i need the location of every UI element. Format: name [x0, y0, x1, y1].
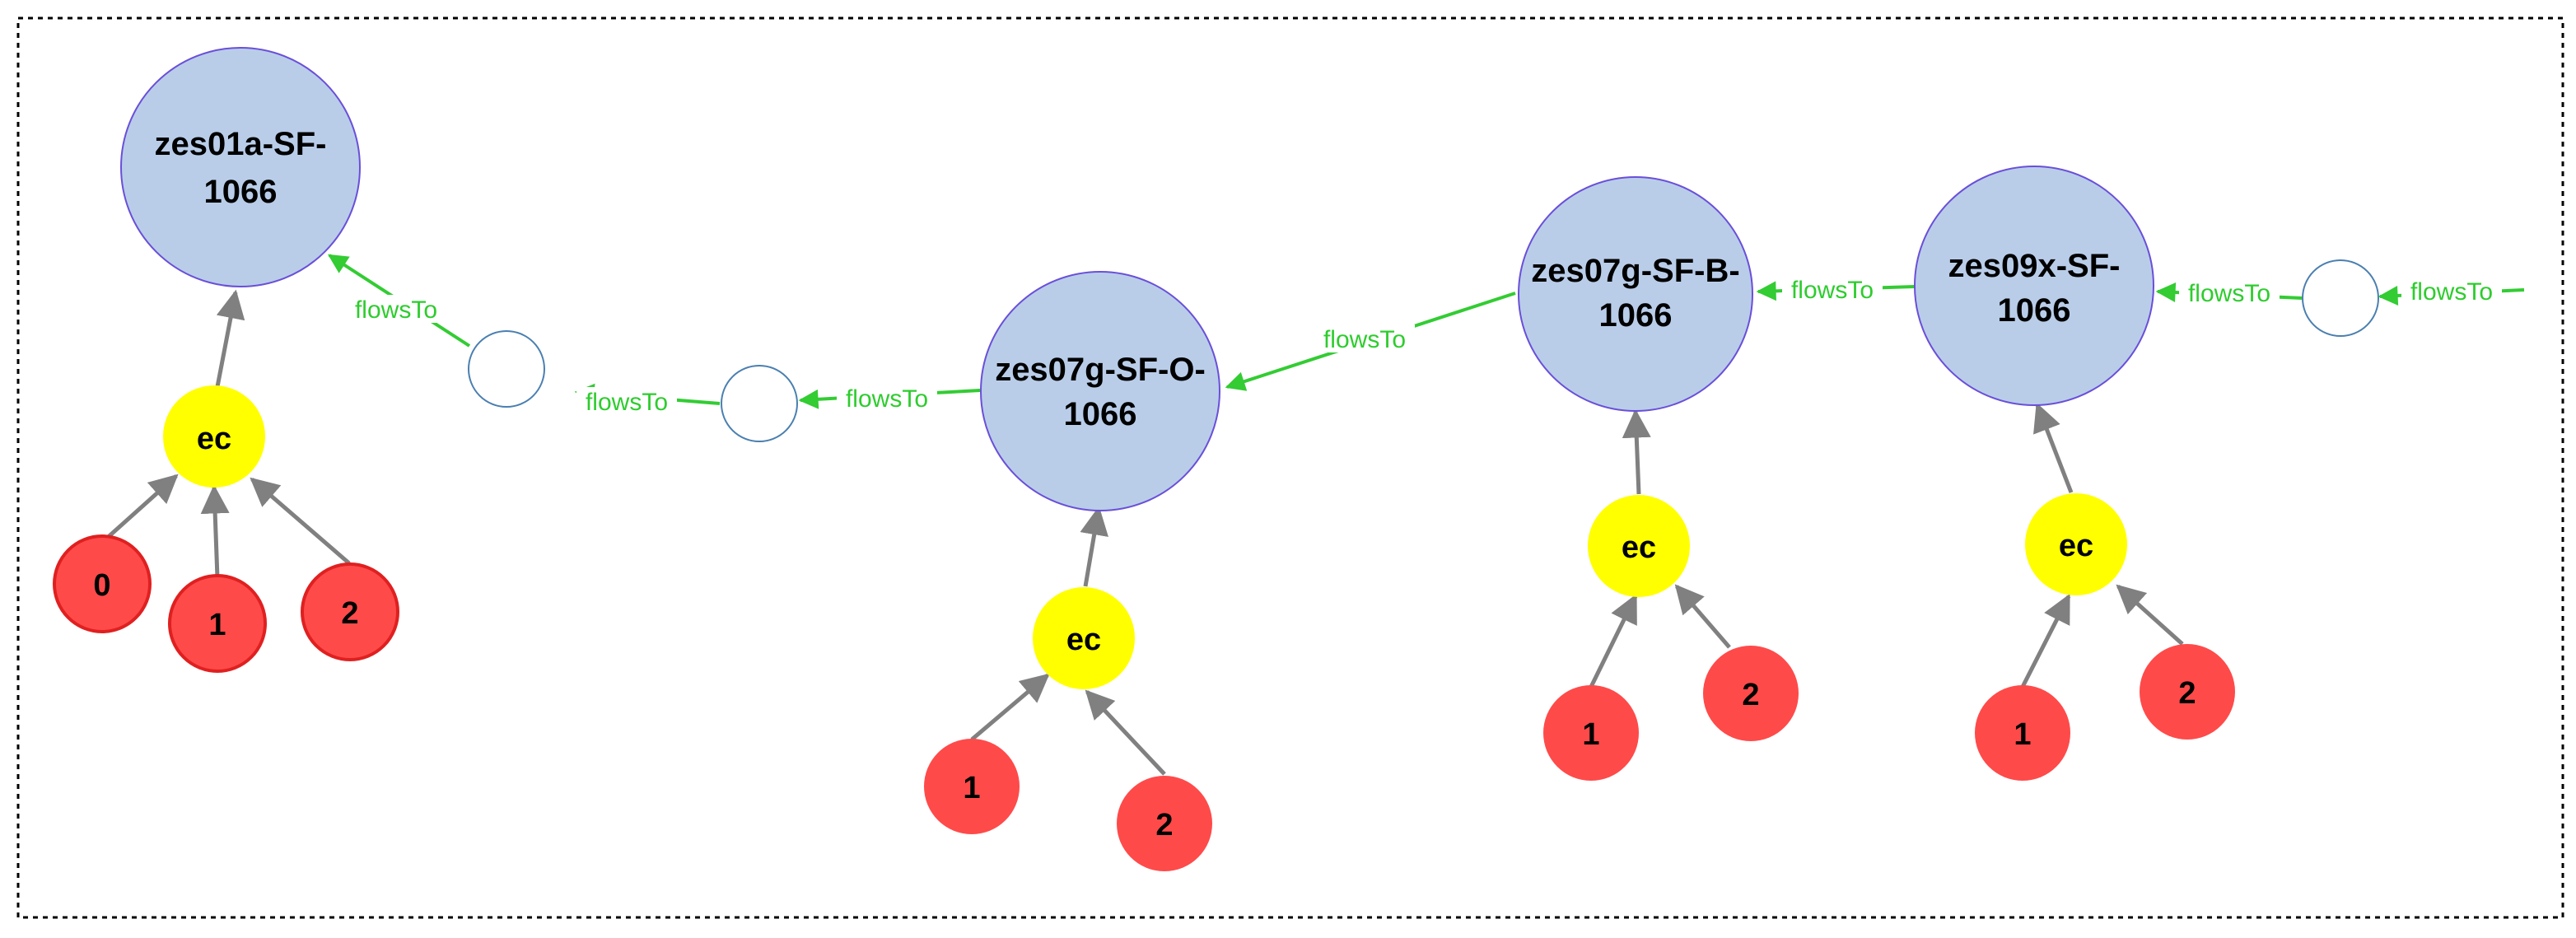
flow-label: flowsTo [1791, 277, 1874, 304]
junction-node[interactable] [468, 330, 545, 408]
svg-text:1: 1 [208, 608, 226, 642]
edge-member-to-ec [2116, 584, 2184, 646]
ec-node-s1[interactable]: ec [163, 385, 265, 488]
segment-label-line2: 1066 [1998, 292, 2071, 329]
edge-member-to-ec [1589, 593, 1638, 688]
segment-node-s1[interactable]: zes01a-SF- 1066 [120, 47, 361, 287]
member-node[interactable]: 2 [301, 562, 399, 661]
ec-label: ec [1622, 530, 1656, 565]
edge-ec-to-s2 [1080, 506, 1108, 587]
member-node[interactable]: 2 [1117, 776, 1212, 871]
edge-member-to-ec [250, 477, 351, 565]
member-node[interactable]: 2 [2140, 644, 2235, 740]
edge-member-to-ec [1085, 689, 1166, 776]
member-node[interactable]: 1 [1975, 685, 2070, 781]
svg-text:2: 2 [341, 596, 358, 631]
junction-node[interactable] [2302, 259, 2379, 337]
svg-text:1: 1 [1582, 717, 1599, 752]
junction-nodes [468, 259, 2379, 442]
svg-text:1: 1 [963, 771, 980, 805]
segment-label-line2: 1066 [1599, 297, 1673, 334]
segment-node-s3[interactable]: zes07g-SF-B- 1066 [1518, 176, 1753, 412]
svg-text:2: 2 [2178, 676, 2196, 711]
ec-node-s4[interactable]: ec [2025, 493, 2127, 595]
gray-edges [104, 289, 2184, 776]
flow-label: flowsTo [355, 296, 437, 324]
diagram-frame [16, 16, 2564, 919]
segment-nodes: zes01a-SF- 1066 zes07g-SF-O- 1066 zes07g… [120, 47, 2154, 511]
ec-node-s3[interactable]: ec [1588, 495, 1690, 597]
member-node[interactable]: 1 [168, 574, 267, 673]
member-node[interactable]: 1 [1543, 685, 1639, 781]
segment-label-line2: 1066 [204, 174, 278, 210]
ec-label: ec [1066, 623, 1101, 657]
flow-labels: flowsTo flowsTo flowsTo flowsTo flowsTo … [346, 275, 2502, 416]
flow-label: flowsTo [2410, 278, 2493, 306]
member-nodes: 0 1 2 1 2 1 2 1 [53, 534, 2235, 871]
edge-member-to-ec [2020, 593, 2071, 688]
ec-label: ec [197, 422, 231, 456]
flow-label: flowsTo [586, 389, 668, 416]
edge-ec-to-s3 [1622, 408, 1651, 495]
member-node[interactable]: 2 [1703, 646, 1799, 741]
svg-text:2: 2 [1155, 808, 1173, 842]
segment-node-s4[interactable]: zes09x-SF- 1066 [1914, 166, 2154, 406]
member-node[interactable]: 1 [924, 739, 1020, 834]
edge-member-to-ec [200, 484, 230, 579]
segment-label-line1: zes07g-SF-B- [1531, 253, 1739, 289]
segment-node-s2[interactable]: zes07g-SF-O- 1066 [980, 271, 1220, 511]
svg-text:1: 1 [2014, 717, 2031, 752]
edge-member-to-ec [104, 474, 179, 541]
edge-member-to-ec [1674, 584, 1731, 649]
flow-label: flowsTo [2188, 280, 2270, 307]
ec-node-s2[interactable]: ec [1033, 587, 1135, 689]
member-node[interactable]: 0 [53, 534, 152, 633]
flow-label: flowsTo [1323, 326, 1406, 353]
flow-label: flowsTo [846, 385, 928, 413]
junction-node[interactable] [721, 365, 798, 442]
segment-label-line1: zes07g-SF-O- [995, 352, 1206, 388]
svg-text:0: 0 [93, 568, 110, 603]
flow-edges [327, 254, 2525, 409]
ec-nodes: ec ec ec ec [163, 385, 2127, 689]
segment-label-line1: zes01a-SF- [155, 126, 327, 162]
ec-label: ec [2059, 529, 2093, 563]
edge-ec-to-s1 [213, 289, 245, 396]
edge-member-to-ec [970, 673, 1050, 741]
segment-label-line1: zes09x-SF- [1948, 248, 2121, 284]
edge-ec-to-s4 [2033, 402, 2074, 493]
segment-label-line2: 1066 [1064, 396, 1137, 432]
svg-text:2: 2 [1742, 678, 1759, 712]
